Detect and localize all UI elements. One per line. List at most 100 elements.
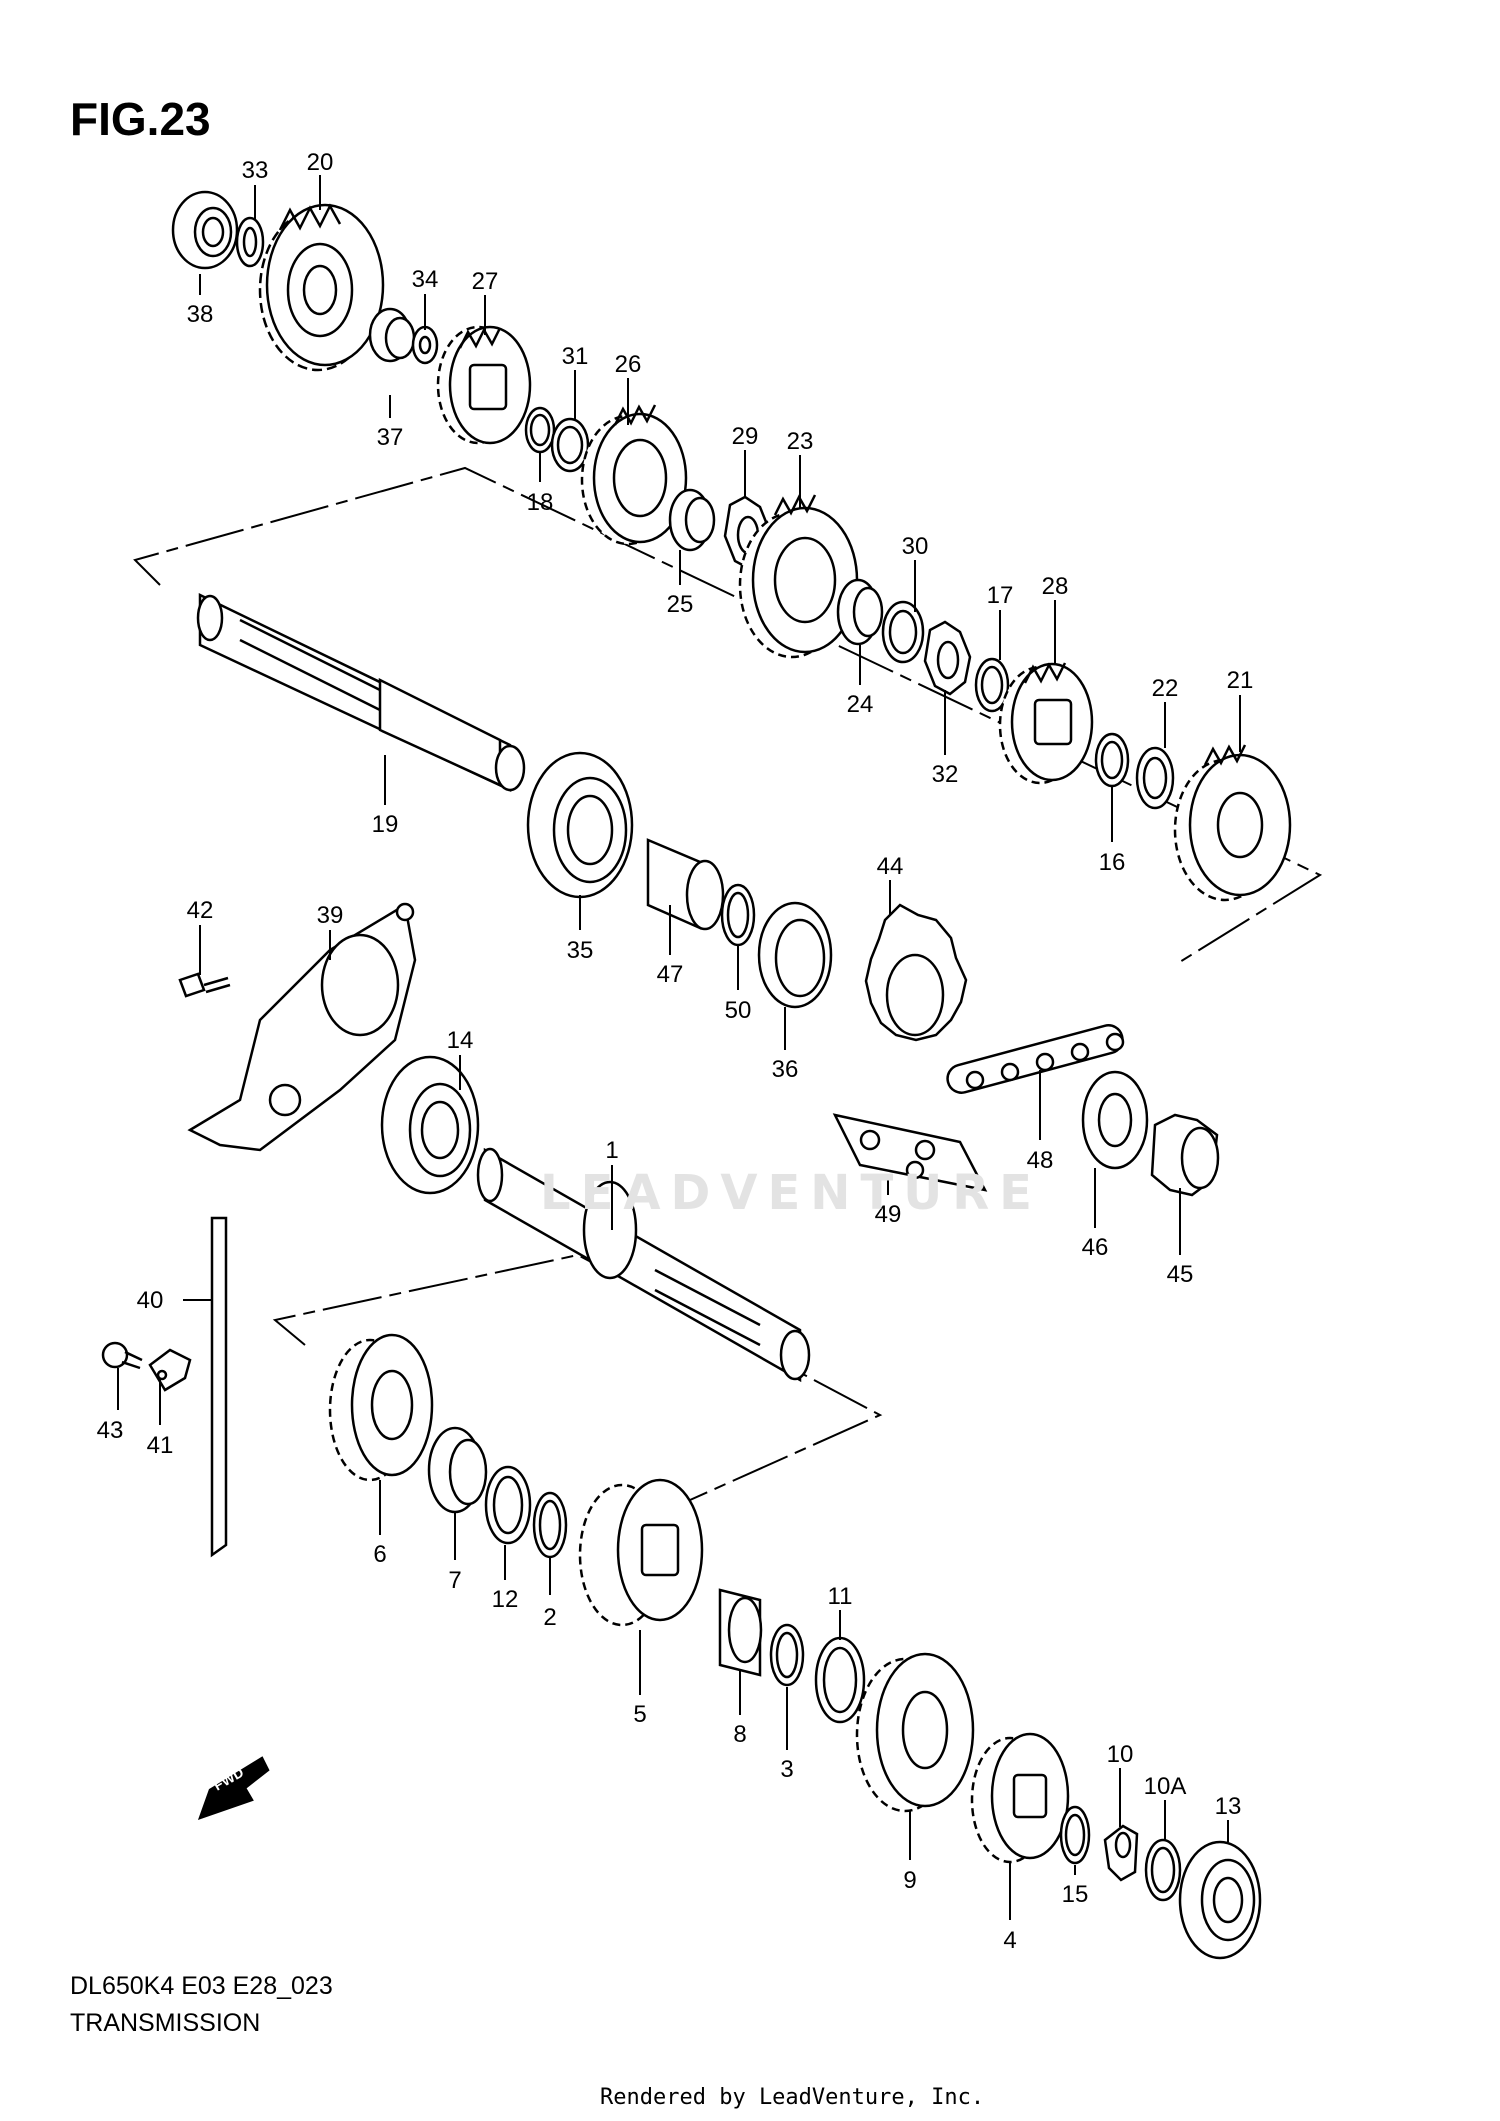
callout-21: 21 — [1227, 667, 1254, 694]
callout-31: 31 — [562, 343, 589, 370]
callout-44: 44 — [877, 853, 904, 880]
o-ring-50 — [720, 883, 756, 947]
callout-34: 34 — [412, 266, 439, 293]
circlip-15 — [1059, 1805, 1091, 1865]
bushing-7 — [427, 1426, 488, 1514]
callout-22: 22 — [1152, 675, 1179, 702]
callout-28: 28 — [1042, 573, 1069, 600]
callout-41: 41 — [147, 1432, 174, 1459]
callout-13: 13 — [1215, 1793, 1242, 1820]
callout-18: 18 — [527, 489, 554, 516]
bolt-43 — [101, 1341, 143, 1370]
washer-34 — [411, 325, 439, 365]
callout-7: 7 — [448, 1567, 461, 1594]
gear-4 — [970, 1732, 1070, 1864]
drive-chain-48 — [946, 1024, 1125, 1094]
gear-6 — [328, 1333, 434, 1482]
bushing-8 — [718, 1588, 763, 1677]
callout-30: 30 — [902, 533, 929, 560]
callout-27: 27 — [472, 268, 499, 295]
callout-24: 24 — [847, 691, 874, 718]
gear-26 — [580, 404, 688, 546]
callout-29: 29 — [732, 423, 759, 450]
callout-42: 42 — [187, 897, 214, 924]
leader-lines — [117, 175, 1241, 1920]
callout-14: 14 — [447, 1027, 474, 1054]
bearing-38 — [171, 190, 239, 270]
bearing-35 — [526, 751, 634, 899]
circlip-18 — [524, 406, 556, 454]
callout-49: 49 — [875, 1201, 902, 1228]
callout-39: 39 — [317, 902, 344, 929]
callout-26: 26 — [615, 351, 642, 378]
bushing-47 — [646, 838, 725, 931]
callout-15: 15 — [1062, 1881, 1089, 1908]
callout-2: 2 — [543, 1604, 556, 1631]
callout-45: 45 — [1167, 1261, 1194, 1288]
callout-25: 25 — [667, 591, 694, 618]
callout-6: 6 — [373, 1541, 386, 1568]
shift-rod-40 — [210, 1216, 228, 1558]
circlip-2 — [532, 1491, 568, 1559]
callout-33: 33 — [242, 157, 269, 184]
bushing-25 — [668, 488, 716, 552]
callout-20: 20 — [307, 149, 334, 176]
callout-37: 37 — [377, 424, 404, 451]
callout-48: 48 — [1027, 1147, 1054, 1174]
cover-plate-39 — [187, 902, 417, 1152]
callout-17: 17 — [987, 582, 1014, 609]
gear-9 — [855, 1652, 975, 1813]
bushing-37 — [368, 307, 416, 363]
washer-33 — [235, 216, 265, 268]
callout-5: 5 — [633, 1701, 646, 1728]
render-credit: Rendered by LeadVenture, Inc. — [600, 2085, 985, 2110]
washer-10 — [1103, 1824, 1139, 1882]
figure-title: FIG.23 — [70, 93, 211, 145]
gear-27 — [436, 325, 532, 445]
washer-30 — [881, 600, 925, 664]
section-name: TRANSMISSION — [70, 2009, 261, 2037]
callout-labels: 1 2 3 4 5 6 7 8 9 10 10A 11 12 13 14 15 … — [97, 149, 1254, 1954]
washer-22 — [1135, 746, 1175, 810]
callout-3: 3 — [780, 1756, 793, 1783]
gear-5 — [578, 1478, 704, 1627]
callout-16: 16 — [1099, 849, 1126, 876]
countershaft-group-outline — [133, 466, 1323, 966]
gear-21 — [1173, 744, 1292, 902]
callout-36: 36 — [772, 1056, 799, 1083]
circlip-3 — [769, 1623, 805, 1687]
callout-40: 40 — [137, 1287, 164, 1314]
washer-46 — [1081, 1070, 1149, 1170]
washer-11 — [814, 1636, 866, 1724]
gear-28 — [998, 662, 1094, 785]
callout-10a: 10A — [1144, 1773, 1187, 1800]
bolt-42 — [178, 972, 231, 998]
lock-washer-32 — [923, 620, 972, 696]
callout-11: 11 — [828, 1583, 853, 1610]
countershaft-19 — [196, 593, 526, 792]
callout-8: 8 — [733, 1721, 746, 1748]
plate-41 — [148, 1348, 192, 1392]
oil-seal-36 — [757, 901, 833, 1009]
driveshaft-1 — [476, 1147, 811, 1383]
model-code: DL650K4 E03 E28_023 — [70, 1972, 333, 2000]
gear-20 — [258, 203, 385, 372]
watermark: LEADVENTURE — [540, 1165, 1042, 1221]
chain-joint-49 — [832, 1113, 988, 1192]
circlip-16 — [1094, 732, 1130, 788]
circlip-17 — [974, 657, 1010, 713]
fwd-arrow-icon — [197, 1756, 270, 1821]
callout-12: 12 — [492, 1586, 519, 1613]
callout-1: 1 — [605, 1137, 618, 1164]
callout-47: 47 — [657, 961, 684, 988]
callout-19: 19 — [372, 811, 399, 838]
callout-38: 38 — [187, 301, 214, 328]
callout-23: 23 — [787, 428, 814, 455]
callout-9: 9 — [903, 1867, 916, 1894]
callout-50: 50 — [725, 997, 752, 1024]
nut-45 — [1150, 1113, 1220, 1197]
callout-10: 10 — [1107, 1741, 1134, 1768]
bearing-13 — [1178, 1840, 1262, 1960]
washer-12 — [484, 1465, 532, 1545]
